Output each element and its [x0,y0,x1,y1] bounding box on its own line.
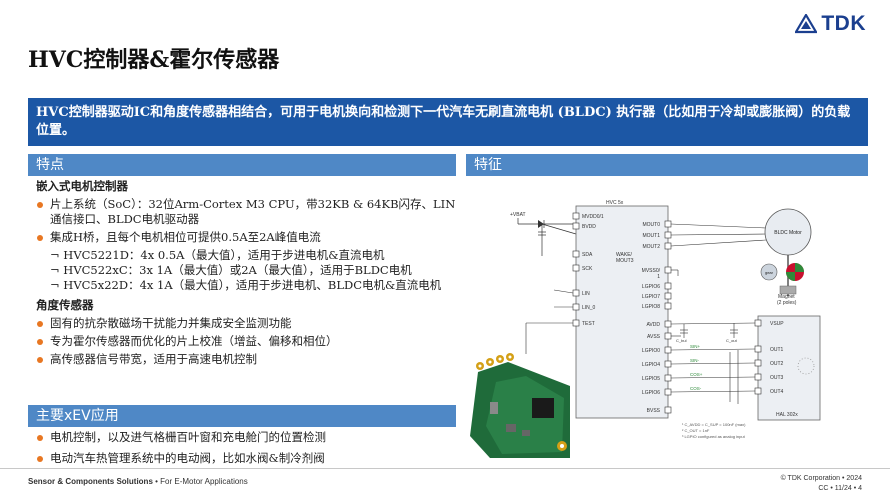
pin-label: OUT1 [770,347,784,353]
pin-label: MVDD0/1 [582,214,604,220]
pin-label: BVDD [582,224,596,230]
diagram-note: ¹ C_AVDD = C_SUP = 100nF (max) [682,422,746,427]
controller-title: 嵌入式电机控制器 [36,179,128,193]
bldc-label: BLDC Motor [774,230,802,236]
vbat-label: +VBAT [510,212,526,218]
diagram-note: ² C_OUT = 1nF [682,428,710,433]
pin-label: LGPIO7 [642,294,660,300]
footer-page: CC • 11/24 • 4 [818,485,862,492]
pin-label: OUT4 [770,389,784,395]
signal-label: SIN- [690,358,700,363]
list-item: 集成H桥，且每个电机相位可提供0.5A至2A峰值电流 [28,230,456,245]
pin-label: MVSS0/ [642,268,661,274]
footer-left-rest: • For E-Motor Applications [152,477,248,486]
pin-label: WAKE/ [616,252,633,258]
pin-label: BVSS [647,408,661,414]
features-heading: 特点 [28,154,456,176]
signal-label: COS+ [690,372,703,377]
summary-banner: HVC控制器驱动IC和角度传感器相结合，可用于电机换向和检测下一代汽车无刷直流电… [28,98,868,146]
magnet-icon [786,263,804,281]
variant-item: ¬ HVC5221D：4x 0.5A（最大值），适用于步进电机&直流电机 [50,248,385,262]
footer-divider [0,468,890,469]
hal-sensor [757,315,821,421]
cap-label: C_out [726,338,738,343]
pin-label: 1 [657,274,660,280]
list-item: 固有的抗杂散磁场干扰能力并集成安全监测功能 [28,316,456,331]
circuit-panel: +VBAT HVC 5x MVDD0/1 BVDD SDA SCK LIN LI… [466,176,868,460]
pin-label: LIN [582,291,590,297]
magnet-label: Magnet [778,294,795,300]
list-item: 电机控制，以及进气格栅百叶窗和充电舱门的位置检测 [28,430,456,445]
footer-copyright: © TDK Corporation • 2024 [780,475,862,482]
pin-label: MOUT1 [643,233,661,239]
pin-label: AVDD [646,322,660,328]
list-item: 片上系统（SoC）：32位Arm-Cortex M3 CPU，带32KB & 6… [28,197,456,227]
list-item: 高传感器信号带宽，适用于高速电机控制 [28,352,456,367]
signal-label: COS- [690,386,702,391]
pin-label: SDA [582,252,593,258]
logo-text: TDK [821,12,866,35]
pin-label: LGPIO5 [642,376,660,382]
applications-list: 电机控制，以及进气格栅百叶窗和充电舱门的位置检测 电动汽车热管理系统中的电动阀，… [28,430,456,469]
pcb-photo [468,353,572,458]
pin-label: MOUT3 [616,258,634,264]
pin-label: OUT2 [770,361,784,367]
footer-left: Sensor & Components Solutions • For E-Mo… [28,477,248,486]
pin-label: LGPIO8 [642,304,660,310]
footer-right: © TDK Corporation • 2024 CC • 11/24 • 4 [781,474,862,494]
circuit-diagram: +VBAT HVC 5x MVDD0/1 BVDD SDA SCK LIN LI… [468,200,821,458]
pin-label: VSUP [770,321,784,327]
list-item: 专为霍尔传感器而优化的片上校准（增益、偏移和相位） [28,334,456,349]
footer-left-bold: Sensor & Components Solutions [28,477,153,486]
variant-item: ¬ HVC5x22D：4x 1A（最大值），适用于步进电机、BLDC电机&直流电… [50,278,442,292]
pin-label: SCK [582,266,593,272]
tdk-logo-icon [795,14,818,34]
cap-label: C_bul [676,338,687,343]
pin-label: MOUT0 [643,222,661,228]
diagram-note: ³ LGPIO configured as analog input [682,434,746,439]
pin-label: LIN_0 [582,305,596,311]
hal-label: HAL 302x [776,412,798,418]
sensor-title: 角度传感器 [36,298,94,312]
pin-label: LGPIO6 [642,390,660,396]
features-list: 嵌入式电机控制器 片上系统（SoC）：32位Arm-Cortex M3 CPU，… [28,176,456,370]
pin-label: LGPIO4 [642,362,660,368]
pin-label: AVSS [647,334,661,340]
gear-label: gear [765,270,774,275]
pin-label: LGPIO6 [642,284,660,290]
tdk-logo: TDK [795,12,866,36]
pin-label: OUT3 [770,375,784,381]
pin-label: LGPIO0 [642,348,660,354]
variant-item: ¬ HVC522xC：3x 1A（最大值）或2A（最大值），适用于BLDC电机 [50,263,412,277]
signal-label: SIN+ [690,344,701,349]
pin-label: TEST [582,321,595,327]
hvc-label: HVC 5x [606,200,624,206]
applications-heading: 主要xEV应用 [28,405,456,427]
panel-heading: 特征 [466,154,868,176]
list-item: 电动汽车热管理系统中的电动阀，比如水阀&制冷剂阀 [28,451,456,466]
magnet-poles: (2 poles) [777,300,797,306]
pin-label: MOUT2 [643,244,661,250]
page-title: HVC控制器&霍尔传感器 [28,47,280,73]
